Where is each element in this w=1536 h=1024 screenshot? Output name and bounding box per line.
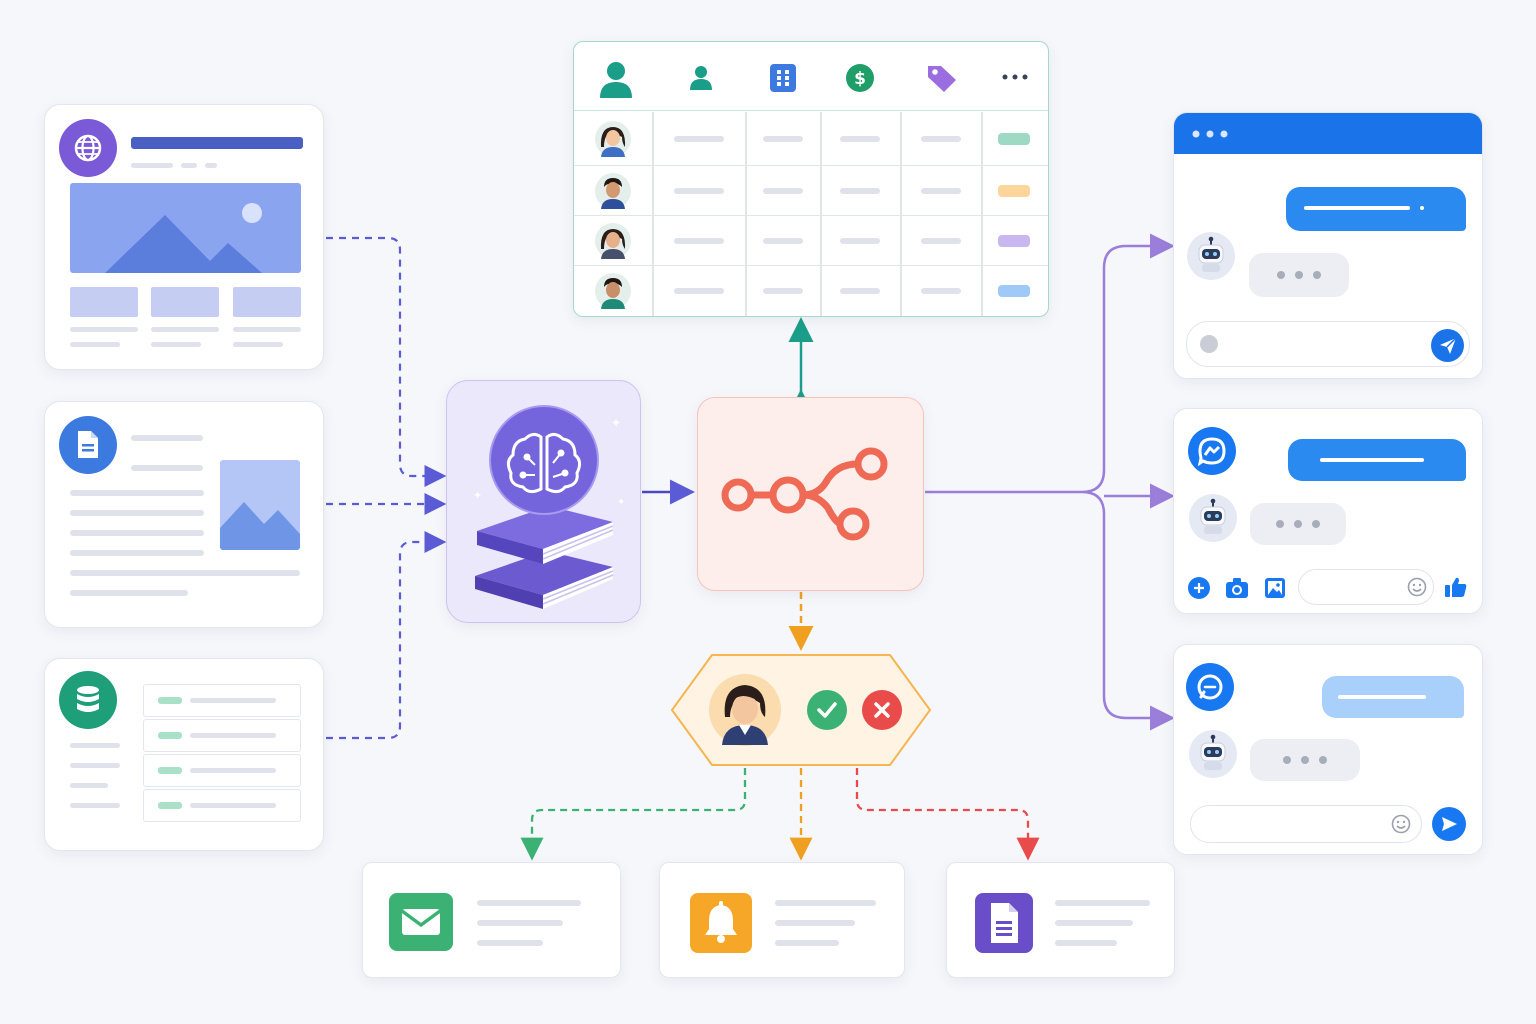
svg-text:✦: ✦ xyxy=(617,497,625,508)
brain-books-icon: ✦ ✦ ✦ xyxy=(473,405,625,609)
avatar xyxy=(595,121,631,157)
database-source-card xyxy=(44,658,324,851)
workflow-nodes-icon xyxy=(721,447,888,541)
web-chat-input[interactable] xyxy=(1186,321,1470,367)
thumbs-up-icon[interactable] xyxy=(1444,575,1468,599)
report-icon xyxy=(975,893,1033,953)
building-icon xyxy=(770,64,796,92)
sms-chat-window xyxy=(1173,644,1483,855)
table-row[interactable] xyxy=(574,216,1048,266)
status-tag xyxy=(998,235,1030,247)
user-small-icon xyxy=(688,64,714,90)
svg-text:$: $ xyxy=(854,69,866,89)
email-icon xyxy=(389,893,453,951)
send-icon[interactable] xyxy=(1432,807,1466,841)
status-tag xyxy=(998,185,1030,197)
knowledge-base-node[interactable]: ✦ ✦ ✦ xyxy=(446,380,641,623)
user-icon xyxy=(596,58,636,98)
table-row[interactable] xyxy=(574,166,1048,216)
alert-output-card xyxy=(659,862,905,978)
typing-indicator xyxy=(1250,503,1346,545)
typing-indicator xyxy=(1250,739,1360,781)
connector-database-kb xyxy=(326,531,447,740)
website-title-bar xyxy=(131,137,303,149)
approve-check-icon[interactable] xyxy=(807,690,847,730)
avatar xyxy=(595,223,631,259)
bell-icon xyxy=(690,893,752,953)
send-icon[interactable] xyxy=(1431,329,1464,362)
database-rows xyxy=(143,684,301,824)
bot-avatar xyxy=(1188,493,1238,543)
website-source-card xyxy=(44,104,324,370)
document-source-card xyxy=(44,401,324,628)
avatar xyxy=(595,273,631,309)
messenger-input[interactable] xyxy=(1298,569,1434,605)
typing-indicator xyxy=(1249,253,1349,297)
user-message-bubble xyxy=(1288,439,1466,481)
table-row[interactable] xyxy=(574,266,1048,316)
table-row[interactable] xyxy=(574,112,1048,166)
svg-text:✦: ✦ xyxy=(473,489,482,502)
avatar xyxy=(595,173,631,209)
bot-avatar xyxy=(1188,729,1238,779)
document-icon xyxy=(59,416,117,474)
messenger-icon xyxy=(1188,427,1236,475)
emoji-icon[interactable] xyxy=(1407,577,1427,597)
status-tag xyxy=(998,133,1030,145)
camera-icon[interactable] xyxy=(1225,577,1249,599)
connector-approval-email xyxy=(520,768,747,861)
messenger-chat-window xyxy=(1173,408,1483,614)
tag-icon xyxy=(926,63,958,93)
window-dots xyxy=(1192,130,1232,138)
user-message-bubble xyxy=(1322,676,1464,718)
workflow-engine-node[interactable] xyxy=(697,397,924,591)
image-icon[interactable] xyxy=(1264,577,1286,599)
user-message-bubble xyxy=(1286,187,1466,231)
email-output-card xyxy=(362,862,621,978)
connector-website-kb xyxy=(326,236,447,487)
status-tag xyxy=(998,285,1030,297)
sms-input[interactable] xyxy=(1190,805,1422,843)
crm-table: $ xyxy=(573,41,1049,317)
website-hero-image xyxy=(70,183,301,273)
document-image xyxy=(220,460,300,550)
avatar xyxy=(708,673,782,747)
crm-table-header: $ xyxy=(574,42,1048,111)
reject-x-icon[interactable] xyxy=(862,690,902,730)
globe-icon xyxy=(59,119,117,177)
connector-approval-report xyxy=(855,768,1040,861)
database-icon xyxy=(59,671,117,729)
emoji-icon[interactable] xyxy=(1391,814,1411,834)
web-chat-window xyxy=(1173,112,1483,379)
bot-avatar xyxy=(1186,231,1236,281)
more-icon[interactable] xyxy=(1002,74,1028,80)
approval-step xyxy=(670,653,932,767)
web-chat-titlebar xyxy=(1174,113,1482,154)
dollar-icon: $ xyxy=(845,63,875,93)
sms-icon xyxy=(1186,663,1234,711)
plus-icon[interactable] xyxy=(1188,577,1210,599)
svg-text:✦: ✦ xyxy=(611,416,621,430)
report-output-card xyxy=(946,862,1175,978)
